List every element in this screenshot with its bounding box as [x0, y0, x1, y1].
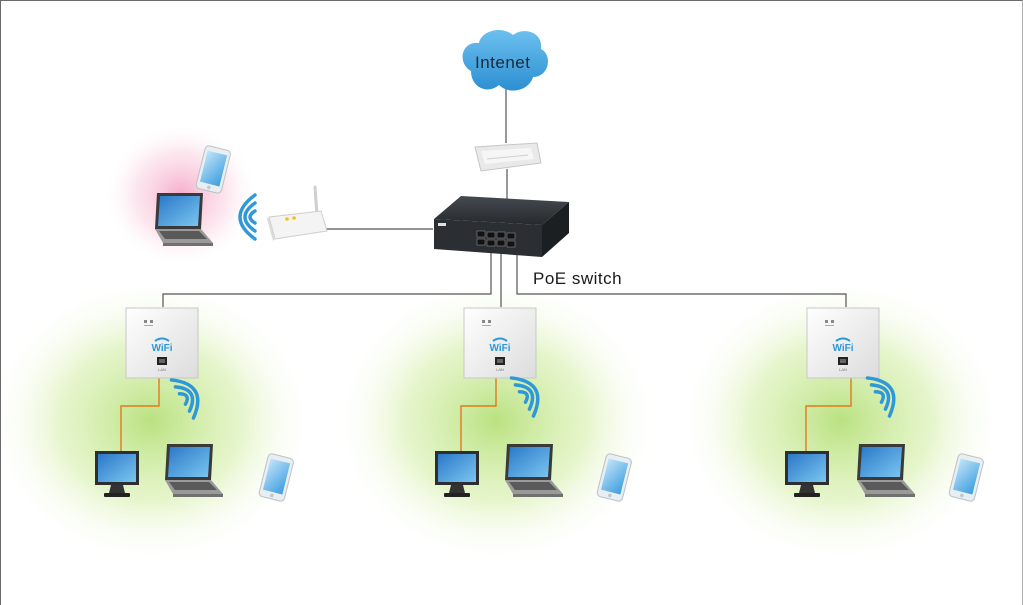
wireless-router-icon [267, 185, 328, 241]
cell-glow-right [676, 276, 1006, 566]
wall-access-point-icon [125, 307, 199, 379]
cell-glow-left [1, 276, 316, 566]
lan-cables [120, 378, 852, 451]
modem-icon [474, 142, 542, 172]
internet-label: Intenet [475, 53, 531, 72]
poe-switch-icon [434, 196, 569, 257]
wall-access-point-icon [463, 307, 537, 379]
internet-cloud-icon [462, 29, 548, 91]
uplink-cables [162, 81, 847, 307]
poe-switch-label: PoE switch [533, 269, 623, 288]
cell-glow-middle [331, 276, 661, 566]
wall-access-point-icon [806, 307, 880, 379]
